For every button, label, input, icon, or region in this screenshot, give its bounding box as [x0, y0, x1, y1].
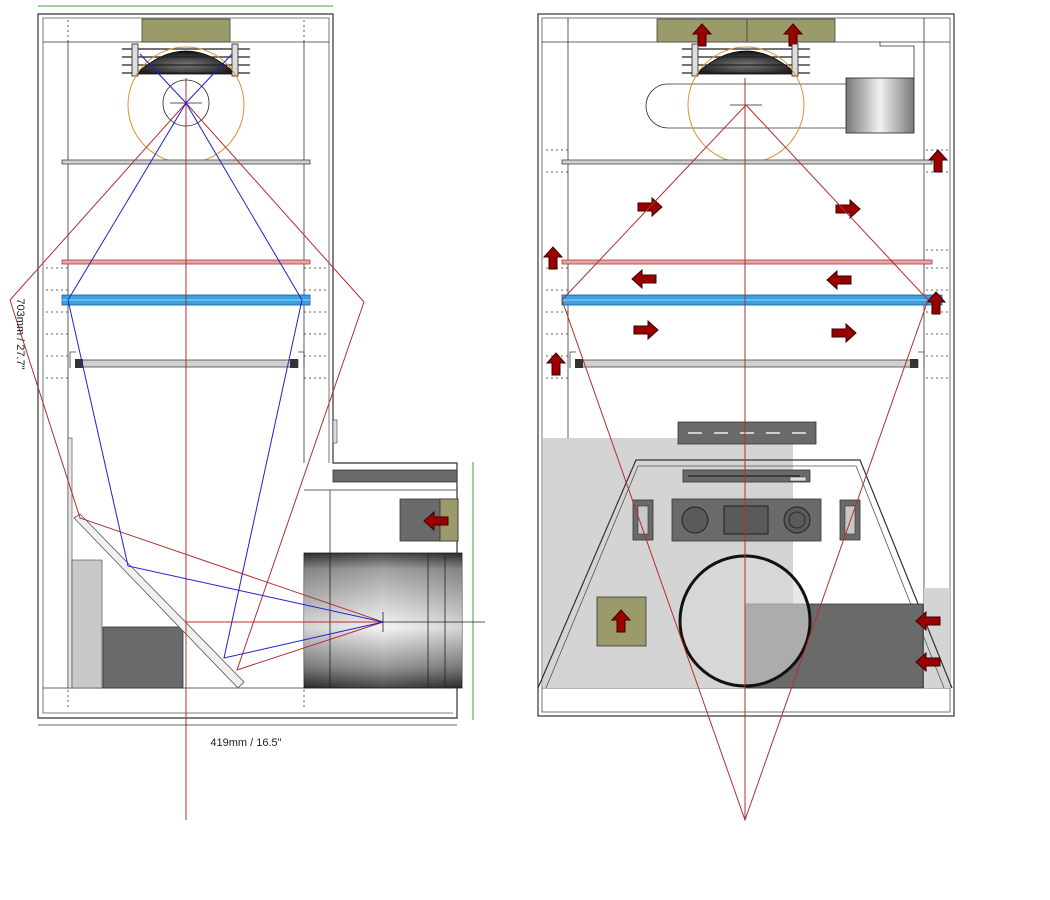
cabinet-inner-outline — [42, 17, 453, 714]
front-red-rays — [561, 104, 929, 822]
front-section-view — [537, 13, 955, 822]
fan-dome — [134, 50, 238, 75]
front-fan-dome — [694, 50, 798, 75]
lamp-capsule — [645, 83, 849, 129]
front-pink-panel — [561, 259, 933, 265]
intake-arrow-up-1 — [543, 246, 563, 270]
angled-mirror — [73, 513, 245, 689]
blue-rays — [67, 53, 384, 659]
airflow-arrow-right-4 — [831, 323, 857, 343]
lower-shelf — [75, 359, 299, 368]
lower-box-dark — [102, 626, 184, 689]
front-cabinet-outline — [537, 13, 955, 717]
height-dimension-label: 703mm / 27.7" — [14, 298, 26, 369]
front-upper-shelf — [561, 159, 933, 165]
width-dimension-label: 419mm / 16.5" — [210, 737, 281, 749]
airflow-arrow-left-1 — [631, 269, 657, 289]
lower-panel-light — [71, 559, 103, 689]
lamp-cylinder — [845, 77, 915, 134]
top-filter-block — [141, 18, 231, 43]
housing-top-bar — [332, 469, 458, 483]
airflow-arrow-left-2 — [826, 270, 852, 290]
airflow-arrow-right-3 — [633, 320, 659, 340]
red-rays — [9, 102, 384, 671]
side-section-view: 419mm / 16.5" 703mm / 27.7" — [9, 5, 485, 820]
airflow-arrow-right-2 — [835, 199, 861, 219]
front-lower-shelf — [575, 359, 919, 368]
side-rail — [67, 437, 73, 689]
lens-trapezoid-frame — [537, 459, 953, 689]
